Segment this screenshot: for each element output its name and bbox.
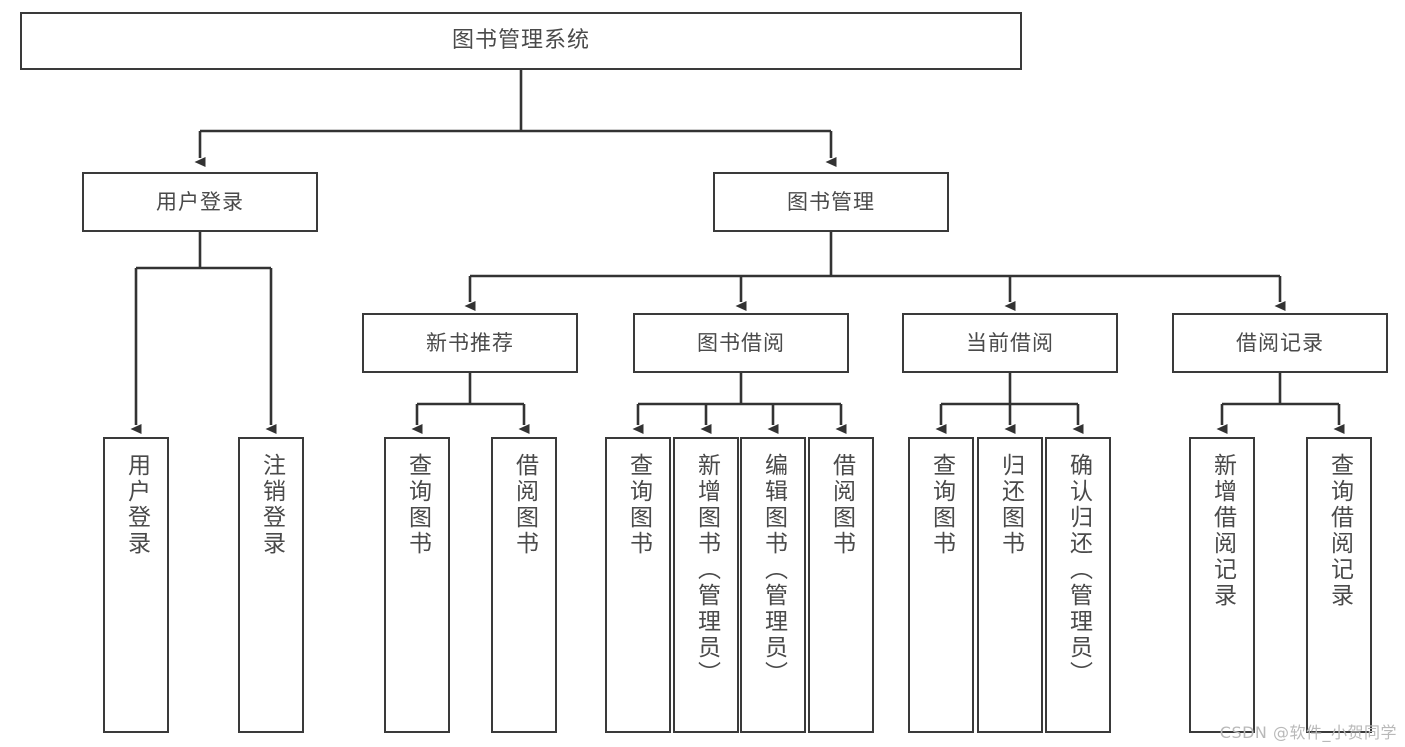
node-label: 归还图书 [997, 453, 1024, 557]
node-label: 新书推荐 [426, 330, 514, 355]
node-label: 新增图书（管理员） [693, 453, 720, 687]
leaf-bb-add-book-admin[interactable]: 新增图书（管理员） [673, 437, 739, 733]
leaf-logout[interactable]: 注销登录 [238, 437, 304, 733]
node-label: 注销登录 [258, 453, 285, 557]
node-label: 图书管理系统 [451, 28, 590, 54]
node-label: 图书借阅 [697, 330, 785, 355]
node-user-login[interactable]: 用户登录 [82, 172, 318, 232]
node-book-manage[interactable]: 图书管理 [713, 172, 949, 232]
leaf-nb-query-book[interactable]: 查询图书 [384, 437, 450, 733]
node-label: 用户登录 [123, 453, 150, 557]
node-label: 确认归还（管理员） [1065, 453, 1092, 687]
leaf-user-login[interactable]: 用户登录 [103, 437, 169, 733]
node-current-borrow[interactable]: 当前借阅 [902, 313, 1118, 373]
leaf-cb-confirm-return-admin[interactable]: 确认归还（管理员） [1045, 437, 1111, 733]
node-label: 当前借阅 [966, 330, 1054, 355]
leaf-cb-query-book[interactable]: 查询图书 [908, 437, 974, 733]
node-borrow-record[interactable]: 借阅记录 [1172, 313, 1388, 373]
node-label: 查询图书 [625, 453, 652, 557]
leaf-bb-query-book[interactable]: 查询图书 [605, 437, 671, 733]
node-label: 图书管理 [787, 189, 875, 214]
node-label: 查询图书 [404, 453, 431, 557]
node-label: 借阅图书 [828, 453, 855, 557]
leaf-bb-edit-book-admin[interactable]: 编辑图书（管理员） [740, 437, 806, 733]
node-label: 查询借阅记录 [1326, 453, 1353, 609]
leaf-br-query-record[interactable]: 查询借阅记录 [1306, 437, 1372, 733]
node-label: 编辑图书（管理员） [760, 453, 787, 687]
leaf-bb-borrow-book[interactable]: 借阅图书 [808, 437, 874, 733]
leaf-br-add-record[interactable]: 新增借阅记录 [1189, 437, 1255, 733]
node-book-borrow[interactable]: 图书借阅 [633, 313, 849, 373]
node-root-system[interactable]: 图书管理系统 [20, 12, 1022, 70]
node-label: 新增借阅记录 [1209, 453, 1236, 609]
node-label: 借阅图书 [511, 453, 538, 557]
node-label: 借阅记录 [1236, 330, 1324, 355]
node-new-book-recommend[interactable]: 新书推荐 [362, 313, 578, 373]
watermark-text: CSDN @软件_小贺同学 [1219, 723, 1397, 742]
leaf-cb-return-book[interactable]: 归还图书 [977, 437, 1043, 733]
leaf-nb-borrow-book[interactable]: 借阅图书 [491, 437, 557, 733]
node-label: 查询图书 [928, 453, 955, 557]
node-label: 用户登录 [156, 189, 244, 214]
